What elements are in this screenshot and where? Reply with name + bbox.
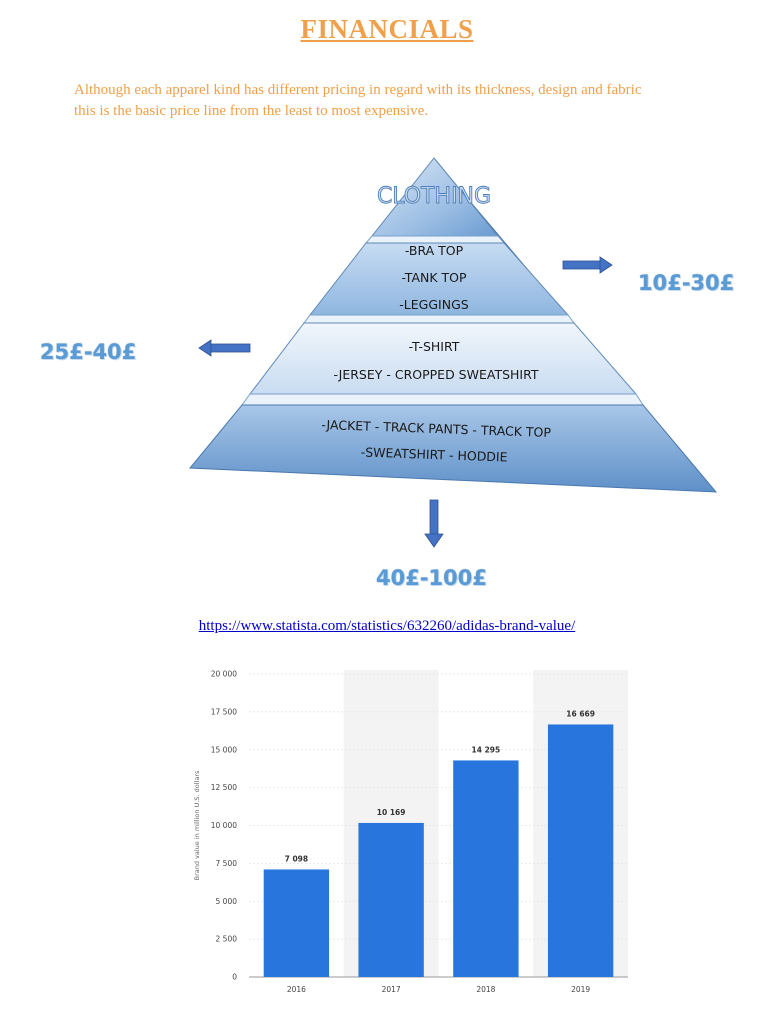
bar-2018 xyxy=(453,760,519,977)
bar-2017 xyxy=(358,822,424,977)
x-tick-label: 2018 xyxy=(476,985,495,994)
tier2-item-2: -JERSEY - CROPPED SWEATSHIRT xyxy=(333,367,538,382)
y-tick-label: 7 500 xyxy=(216,859,238,868)
price-range-left: 25£-40£ xyxy=(40,340,137,364)
price-range-right: 10£-30£ xyxy=(638,271,735,295)
x-tick-label: 2017 xyxy=(382,985,401,994)
source-link[interactable]: https://www.statista.com/statistics/6322… xyxy=(198,618,576,634)
intro-line-1: Although each apparel kind has different… xyxy=(74,82,642,98)
arrow-right-icon xyxy=(562,256,613,274)
pyramid-tier-2 xyxy=(248,322,638,395)
y-tick-label: 15 000 xyxy=(211,745,237,754)
arrow-left-icon xyxy=(198,339,251,357)
tier1-item-3: -LEGGINGS xyxy=(399,297,468,312)
price-range-bottom: 40£-100£ xyxy=(376,566,487,590)
intro-paragraph: Although each apparel kind has different… xyxy=(74,80,734,122)
x-tick-label: 2016 xyxy=(287,985,306,994)
pyramid-tier-3 xyxy=(188,404,718,493)
y-tick-label: 0 xyxy=(232,973,237,982)
data-label: 14 295 xyxy=(472,745,501,754)
y-tick-label: 17 500 xyxy=(211,707,237,716)
bar-2016 xyxy=(263,869,330,977)
y-tick-label: 12 500 xyxy=(211,783,237,792)
y-tick-label: 2 500 xyxy=(216,935,238,944)
data-label: 10 169 xyxy=(377,808,406,817)
y-tick-label: 5 000 xyxy=(216,897,238,906)
intro-line-2: this is the basic price line from the le… xyxy=(74,103,429,119)
x-tick-label: 2019 xyxy=(571,985,590,994)
data-label: 7 098 xyxy=(285,854,309,863)
tier3-item-2: -SWEATSHIRT - HODDIE xyxy=(360,444,507,464)
page-title: FINANCIALS xyxy=(300,14,474,44)
bar-2019 xyxy=(547,724,614,977)
price-pyramid: CLOTHING -BRA TOP -TANK TOP -LEGGINGS -T… xyxy=(188,157,718,548)
tier1-item-2: -TANK TOP xyxy=(401,270,467,285)
data-label: 16 669 xyxy=(566,709,595,718)
y-tick-label: 10 000 xyxy=(211,821,237,830)
tier1-item-1: -BRA TOP xyxy=(405,243,464,258)
arrow-down-icon xyxy=(424,499,444,548)
y-axis-label: Brand value in million U.S. dollars xyxy=(193,770,201,880)
brand-value-chart: 0 2 500 5 000 7 500 10 000 12 500 15 000 17 500… xyxy=(193,670,628,994)
y-tick-label: 20 000 xyxy=(211,670,237,679)
tier2-item-1: -T-SHIRT xyxy=(409,339,460,354)
pyramid-top-label: CLOTHING xyxy=(377,184,491,209)
